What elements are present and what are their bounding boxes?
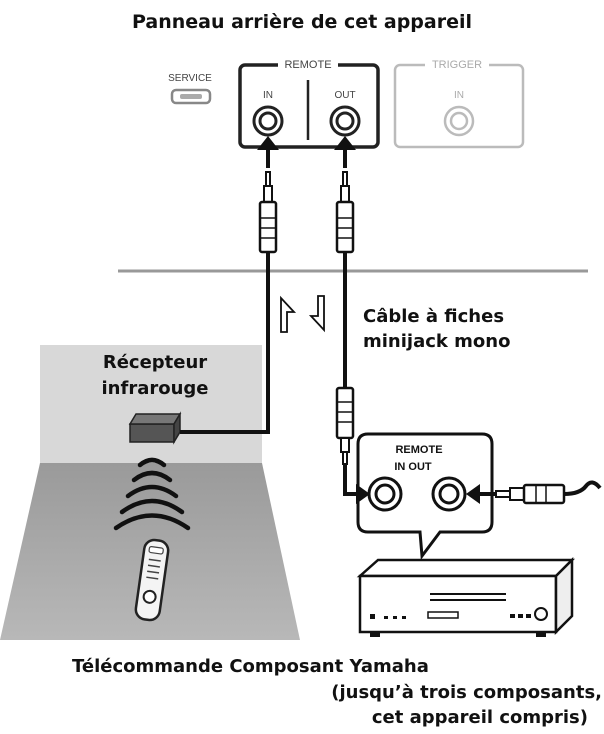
- external-minijack-plug: [495, 480, 602, 505]
- remote-control-icon: [134, 538, 170, 622]
- rear-panel: SERVICE REMOTE IN OUT TRIGGER IN: [168, 56, 525, 149]
- diagram-title: Panneau arrière de cet appareil: [132, 11, 472, 33]
- minijack-plug-component: [335, 386, 355, 465]
- cable-to-ir-receiver: [180, 252, 270, 434]
- ir-receiver-label-line2: infrarouge: [102, 378, 209, 399]
- remote-panel-label: REMOTE: [284, 59, 331, 71]
- trigger-in-jack: [443, 105, 475, 137]
- remote-out-jack: [329, 105, 361, 137]
- yamaha-component-device: [356, 556, 576, 637]
- room-background: [40, 345, 262, 463]
- arrow-into-component-out: [466, 484, 495, 504]
- component-in-out-label: IN OUT: [394, 461, 432, 473]
- ir-receiver-label-line1: Récepteur: [103, 352, 207, 373]
- remote-out-label: OUT: [334, 90, 355, 101]
- arrow-into-remote-out: [334, 136, 356, 168]
- footer-line1: Télécommande Composant Yamaha: [72, 656, 429, 677]
- arrow-into-remote-in: [257, 136, 279, 168]
- infrared-signal-waves: [113, 457, 191, 531]
- remote-in-label: IN: [263, 90, 273, 101]
- ir-receiver: [128, 411, 182, 445]
- cable-label-line1: Câble à fiches: [363, 306, 504, 327]
- component-remote-in-jack: [367, 476, 403, 512]
- component-remote-label: REMOTE: [395, 444, 442, 456]
- footer-line3: cet appareil compris): [372, 707, 588, 728]
- footer-line2: (jusqu’à trois composants,: [331, 682, 602, 703]
- minijack-plug-out: [335, 171, 355, 254]
- arrow-into-component-in: [343, 464, 370, 504]
- remote-in-jack: [252, 105, 284, 137]
- component-callout-bubble: [356, 432, 494, 561]
- signal-down-arrow: [308, 295, 325, 333]
- signal-up-arrow: [280, 295, 297, 333]
- trigger-in-label: IN: [454, 90, 464, 101]
- minijack-plug-in: [258, 171, 278, 254]
- trigger-panel-label: TRIGGER: [432, 59, 482, 71]
- cable-label-line2: minijack mono: [363, 331, 510, 352]
- component-remote-out-jack: [431, 476, 467, 512]
- service-label: SERVICE: [168, 73, 212, 84]
